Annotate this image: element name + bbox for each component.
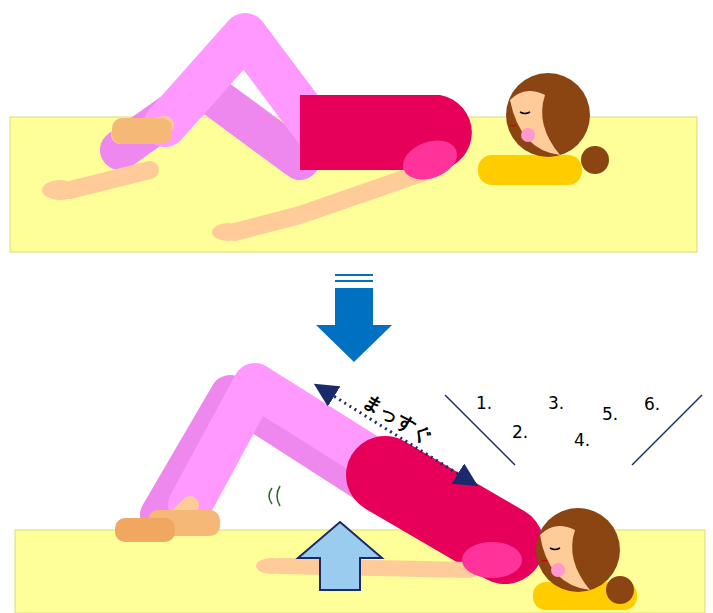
shin [70,170,150,190]
hair-bun [606,576,634,604]
count-number: 3. [548,395,564,412]
cheek [521,128,535,142]
hand [256,558,288,574]
pillow [478,155,582,185]
eye [520,112,530,114]
arrow-line [335,274,373,276]
arrow-line [335,280,373,282]
hair [536,508,620,592]
motion-mark [269,486,280,506]
shoe [115,518,175,542]
face [540,526,590,590]
arm [280,566,470,570]
arm [235,170,430,232]
mouth [510,125,516,126]
sleeve [462,542,522,578]
count-bracket [632,395,702,465]
count-number: 6. [644,396,660,413]
hair [506,73,590,157]
mouth [541,560,547,561]
up-arrow [298,522,382,590]
count-bracket [445,395,515,465]
down-arrow [316,288,392,362]
count-number: 2. [512,424,528,441]
count-number: 5. [602,406,618,423]
count-number: 4. [574,432,590,449]
eye [550,548,560,550]
face [510,91,560,155]
leg [165,35,320,135]
count-number: 1. [476,395,492,412]
hand [212,223,244,241]
sleeve [398,134,463,187]
straight-guide [324,390,468,480]
hair-bun [581,146,609,174]
foot [42,180,78,200]
cheek [551,563,565,577]
torso [385,475,505,545]
shoe [112,118,172,144]
